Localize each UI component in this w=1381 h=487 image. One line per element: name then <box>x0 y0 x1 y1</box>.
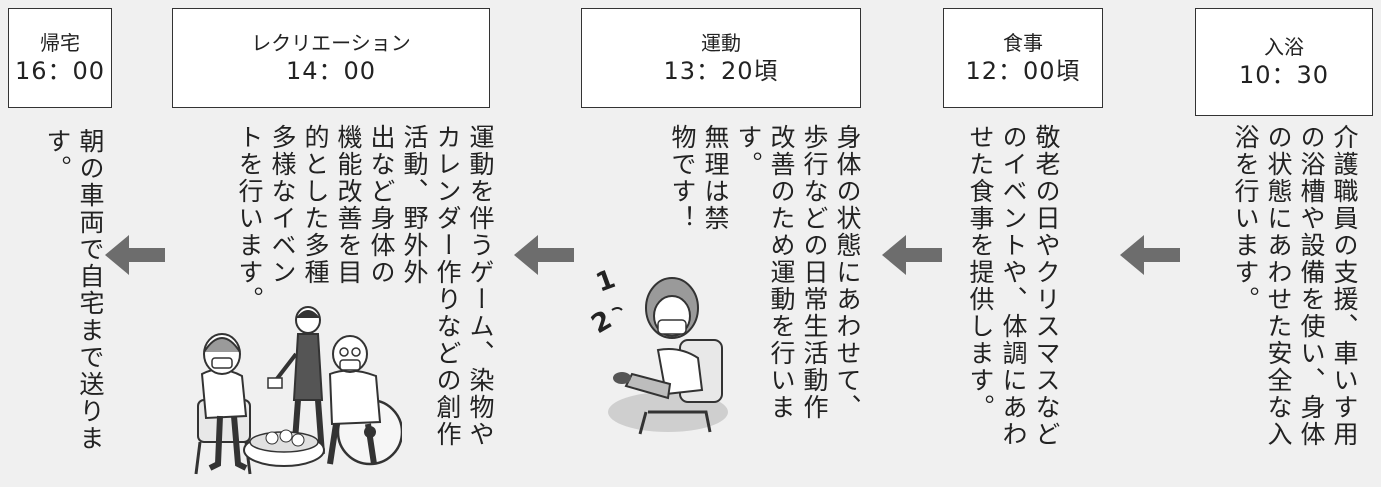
step-description-recreation: 運動を伴うゲーム、染物や カレンダー作りなどの創作 活動、野外外 出など身体の … <box>235 124 495 448</box>
step-box-exercise: 運動 13：20頃 <box>581 8 861 108</box>
left-arrow-icon <box>882 235 942 275</box>
step-box-bath: 入浴 10：30 <box>1195 8 1373 116</box>
step-title: レクリエーション <box>251 30 411 55</box>
recreation-illustration <box>194 306 402 475</box>
step-time: 12：00頃 <box>965 56 1081 85</box>
step-title: 運動 <box>701 30 741 55</box>
step-box-meal: 食事 12：00頃 <box>943 8 1103 108</box>
count-one: 1 <box>592 264 619 298</box>
step-box-return: 帰宅 16：00 <box>8 8 112 108</box>
step-title: 入浴 <box>1264 34 1304 59</box>
exercise-illustration: 1 2 <box>588 264 728 435</box>
step-description-return: 朝の車両で自宅まで送りま す。 <box>43 128 105 452</box>
left-arrow-icon <box>514 235 574 275</box>
step-description-bath: 介護職員の支援、車いす用 の浴槽や設備を使い、身体 の状態にあわせた安全な入 浴… <box>1231 124 1359 448</box>
step-description-meal: 敬老の日やクリスマスなど のイベントや、体調にあわ せた食事を提供します。 <box>966 124 1061 448</box>
step-description-exercise: 身体の状態にあわせて、 歩行などの日常生活動作 改善のため運動を行いま す。 無… <box>668 124 862 421</box>
step-box-recreation: レクリエーション 14：00 <box>172 8 490 108</box>
left-arrow-icon <box>105 235 165 275</box>
step-time: 16：00 <box>14 56 106 85</box>
step-time: 13：20頃 <box>663 56 779 85</box>
step-time: 14：00 <box>285 56 377 85</box>
step-title: 食事 <box>1003 30 1043 55</box>
left-arrow-icon <box>1120 235 1180 275</box>
step-time: 10：30 <box>1238 60 1330 89</box>
step-title: 帰宅 <box>40 30 80 55</box>
